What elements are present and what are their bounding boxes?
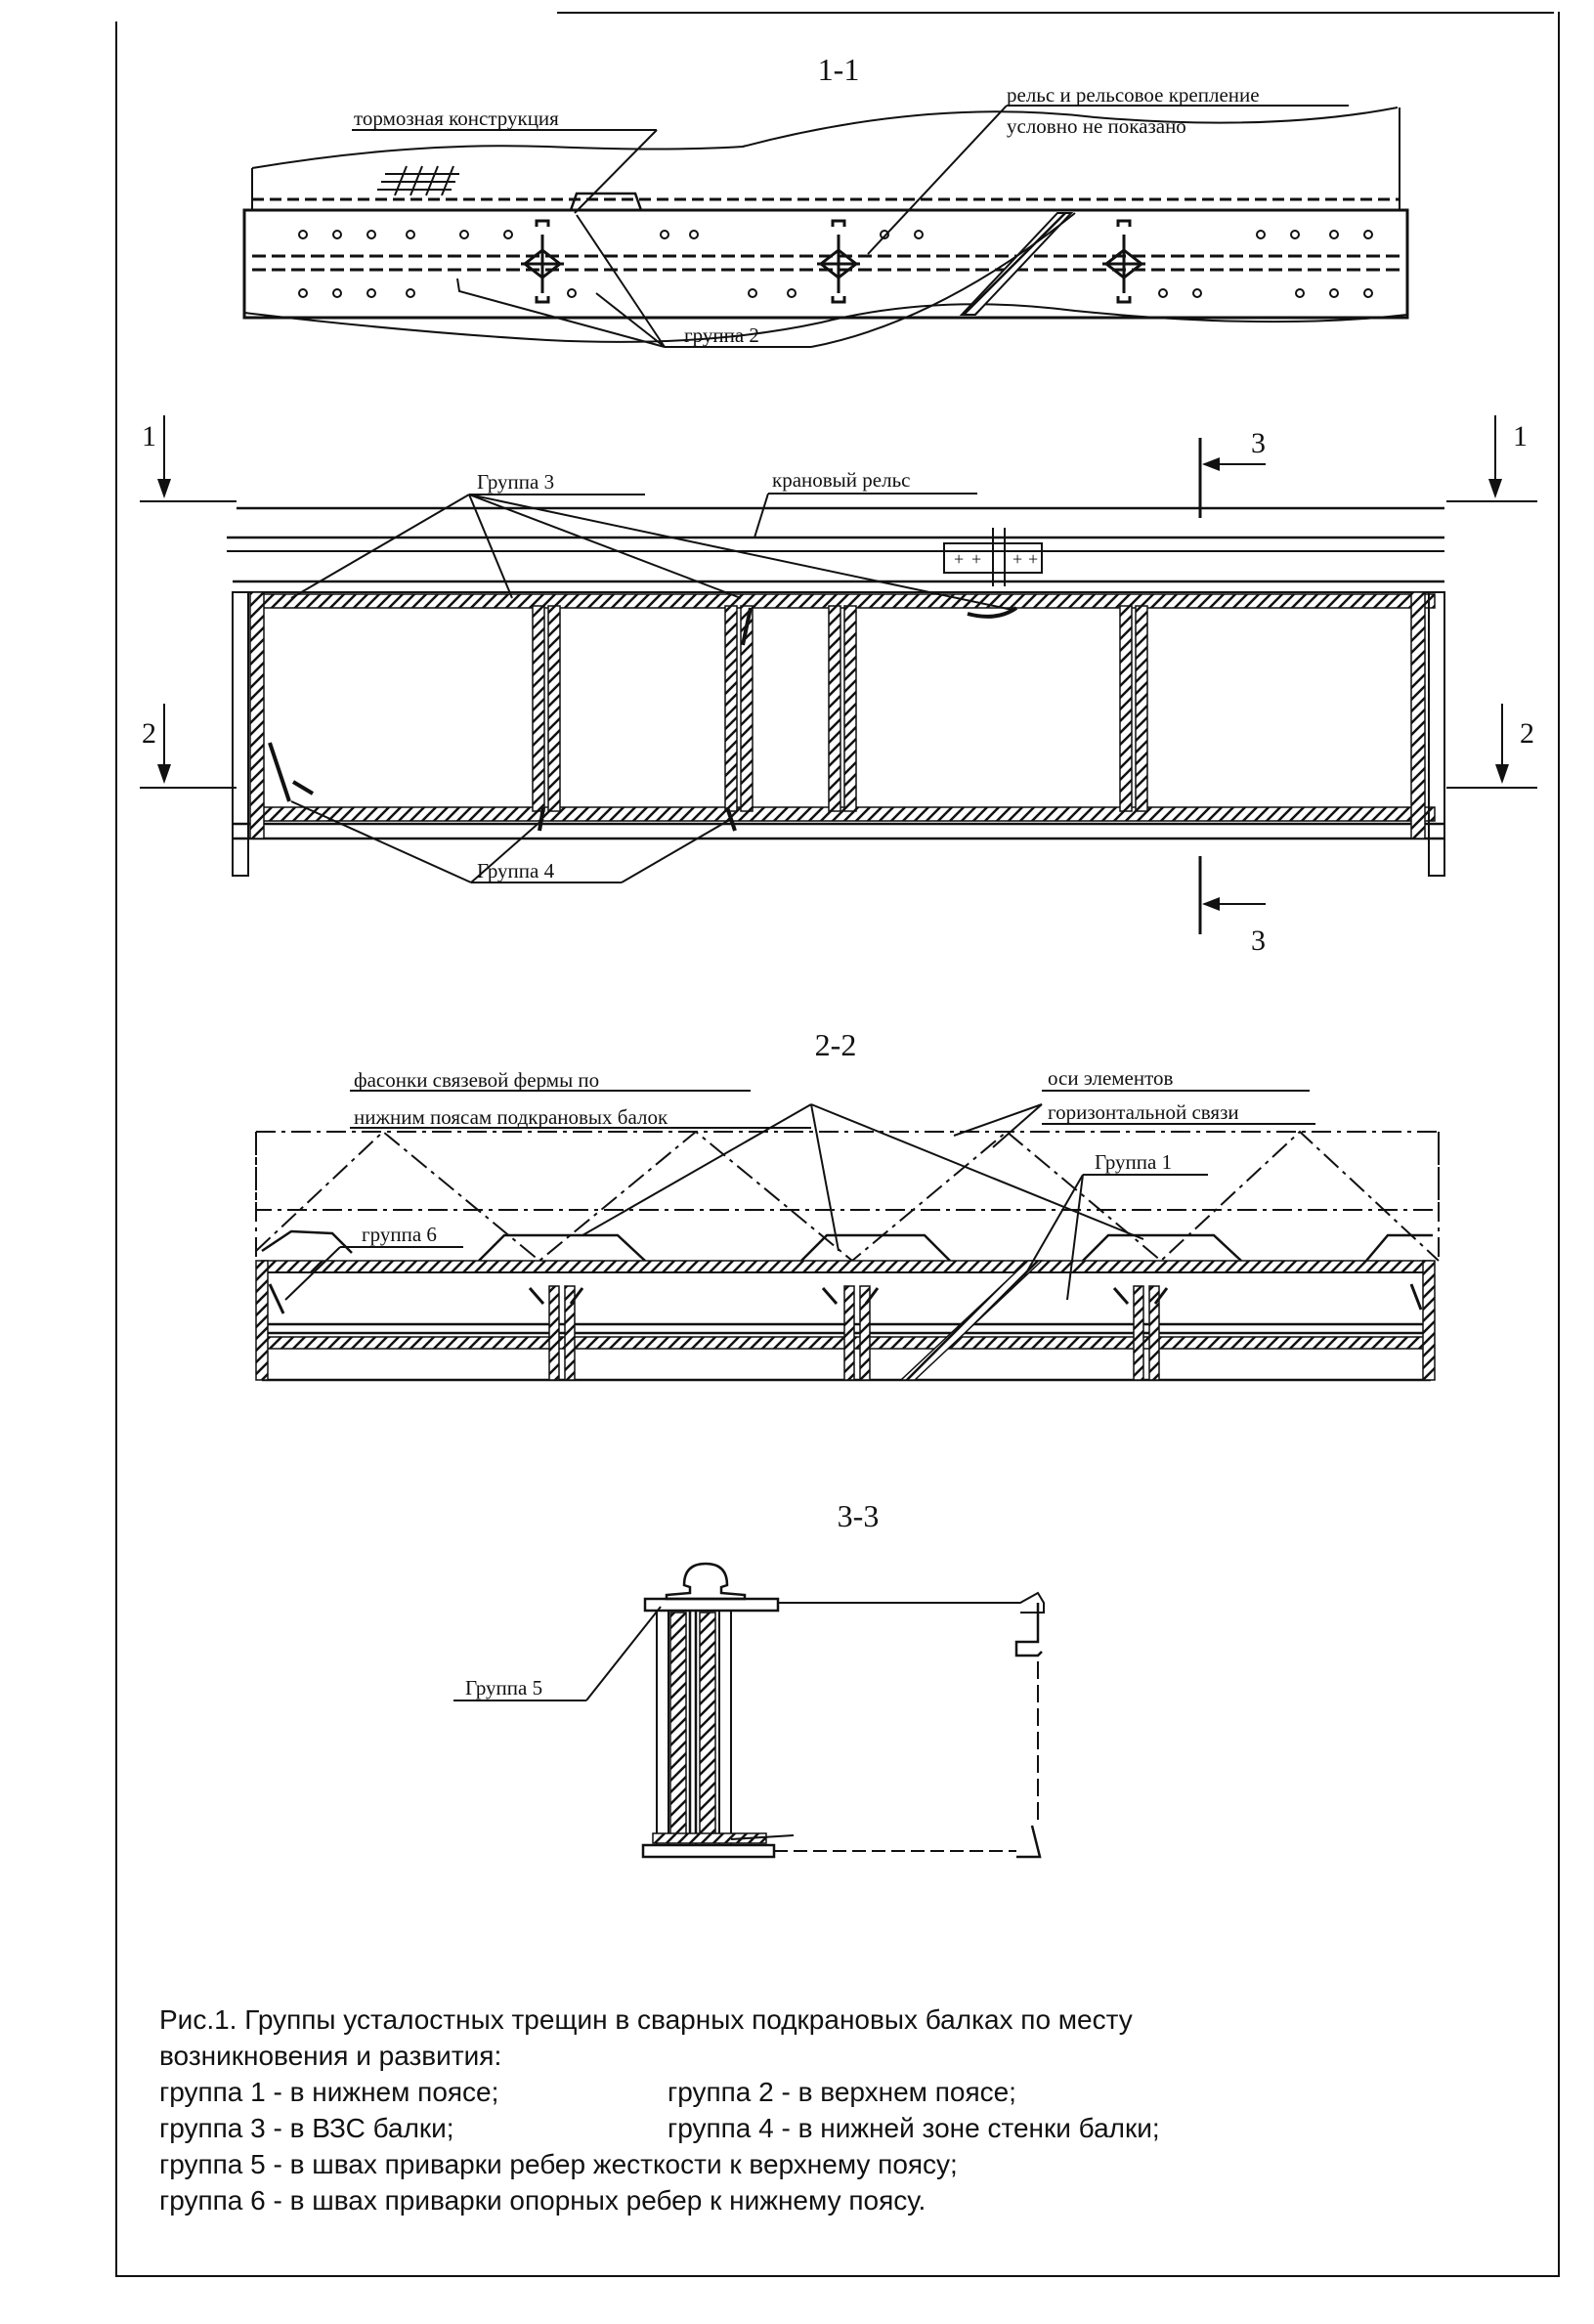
group-2-leaders: [456, 212, 1076, 348]
bracing-axis-border: [255, 1131, 1440, 1211]
svg-text:+: +: [1028, 549, 1038, 569]
cut-3-bottom: 3: [1251, 925, 1266, 957]
braking-sheet: [778, 1591, 1045, 1614]
cut-2-left: 2: [142, 717, 156, 750]
section-3-3: 3-3 Группа 5: [453, 1498, 1045, 1859]
frame-right-border: [1558, 12, 1560, 2277]
caption-group-1: группа 1 - в нижнем поясе;: [159, 2077, 499, 2107]
figure-caption: Рис.1. Группы усталостных трещин в сварн…: [159, 2001, 1459, 2218]
caption-line-1: Рис.1. Группы усталостных трещин в сварн…: [159, 2004, 1133, 2035]
break-line-top: [251, 107, 1399, 169]
cut-2-right: 2: [1520, 717, 1534, 750]
cut-3-top: 3: [1251, 427, 1266, 459]
caption-group-5: группа 5 - в швах приварки ребер жесткос…: [159, 2149, 958, 2179]
caption-row-2: группа 3 - в ВЗС балки; группа 4 - в ниж…: [159, 2110, 1459, 2146]
cut-1-right: 1: [1513, 420, 1528, 452]
caption-row-1: группа 1 - в нижнем поясе; группа 2 - в …: [159, 2074, 1459, 2110]
group-4-leaders: [290, 800, 732, 883]
top-flange-plate: [242, 208, 1409, 320]
label-crane-rail: крановый рельс: [772, 468, 910, 492]
svg-text:+: +: [954, 549, 964, 569]
section-top-flange: [643, 1597, 780, 1613]
axes-leaders: [953, 1103, 1043, 1148]
web-weld-left: [669, 1612, 687, 1840]
label-rail-fastening: рельс и рельсовое крепление: [1007, 83, 1260, 107]
stiffener-sections: [548, 1285, 1160, 1381]
label-gusset-line1: фасонки связевой фермы по: [354, 1068, 599, 1092]
svg-text:+: +: [971, 549, 981, 569]
group-3-leaders: [290, 494, 1013, 611]
cut-1-left: 1: [142, 420, 156, 452]
label-group-2: группа 2: [684, 323, 759, 347]
hatch-mark: [377, 165, 459, 196]
section-1-1-title: 1-1: [818, 52, 860, 87]
label-group-6: группа 6: [362, 1223, 437, 1246]
beam-elevation: 1 1 2 2 3 3 + + + +: [140, 415, 1537, 957]
crack-marks: [268, 606, 1018, 832]
label-group-5: Группа 5: [465, 1676, 542, 1700]
section-3-3-title: 3-3: [838, 1498, 880, 1533]
gusset-plates: [261, 1229, 1433, 1262]
web-weld-right: [699, 1612, 716, 1840]
frame-bottom-border: [115, 2275, 1560, 2277]
label-braking-structure: тормозная конструкция: [354, 107, 559, 130]
section-bottom-flange: [641, 1843, 776, 1859]
label-axes-line1: оси элементов: [1048, 1066, 1174, 1090]
section-1-1: 1-1: [242, 52, 1409, 348]
gusset-leaders: [582, 1103, 1144, 1252]
break-line-bottom: [243, 303, 1408, 343]
crane-rail-head: [665, 1562, 747, 1601]
caption-group-2: группа 2 - в верхнем поясе;: [668, 2077, 1016, 2107]
label-group-1: Группа 1: [1095, 1150, 1172, 1174]
group-1-leaders: [1023, 1174, 1084, 1301]
label-not-shown: условно не показано: [1007, 114, 1186, 138]
channel-section: [1014, 1603, 1043, 1657]
rail-weld-diagonal: [959, 212, 1074, 316]
end-plate-left: [232, 591, 249, 877]
caption-group-3: группа 3 - в ВЗС балки;: [159, 2113, 454, 2143]
frame-left-border: [115, 22, 117, 2275]
flange-weld-top: [261, 1260, 1432, 1273]
end-plate-right: [1428, 591, 1445, 877]
svg-text:+: +: [1012, 549, 1022, 569]
stiffener-symbols: [521, 219, 1145, 304]
section-2-2: 2-2: [255, 1027, 1440, 1382]
section-2-2-title: 2-2: [815, 1027, 857, 1062]
caption-line-2: возникновения и развития:: [159, 2041, 502, 2071]
bolt-holes: [298, 230, 1373, 298]
intermediate-stiffeners: [532, 605, 1148, 812]
label-axes-line2: горизонтальной связи: [1048, 1100, 1239, 1124]
caption-group-4: группа 4 - в нижней зоне стенки балки;: [668, 2113, 1160, 2143]
label-group-4: Группа 4: [477, 859, 555, 882]
bracing-diagonal-weld: [899, 1260, 1044, 1381]
label-gusset-line2: нижним поясам подкрановых балок: [354, 1105, 668, 1129]
frame-top-border: [557, 12, 1554, 14]
caption-group-6: группа 6 - в швах приварки опорных ребер…: [159, 2185, 926, 2216]
label-group-3: Группа 3: [477, 470, 554, 494]
